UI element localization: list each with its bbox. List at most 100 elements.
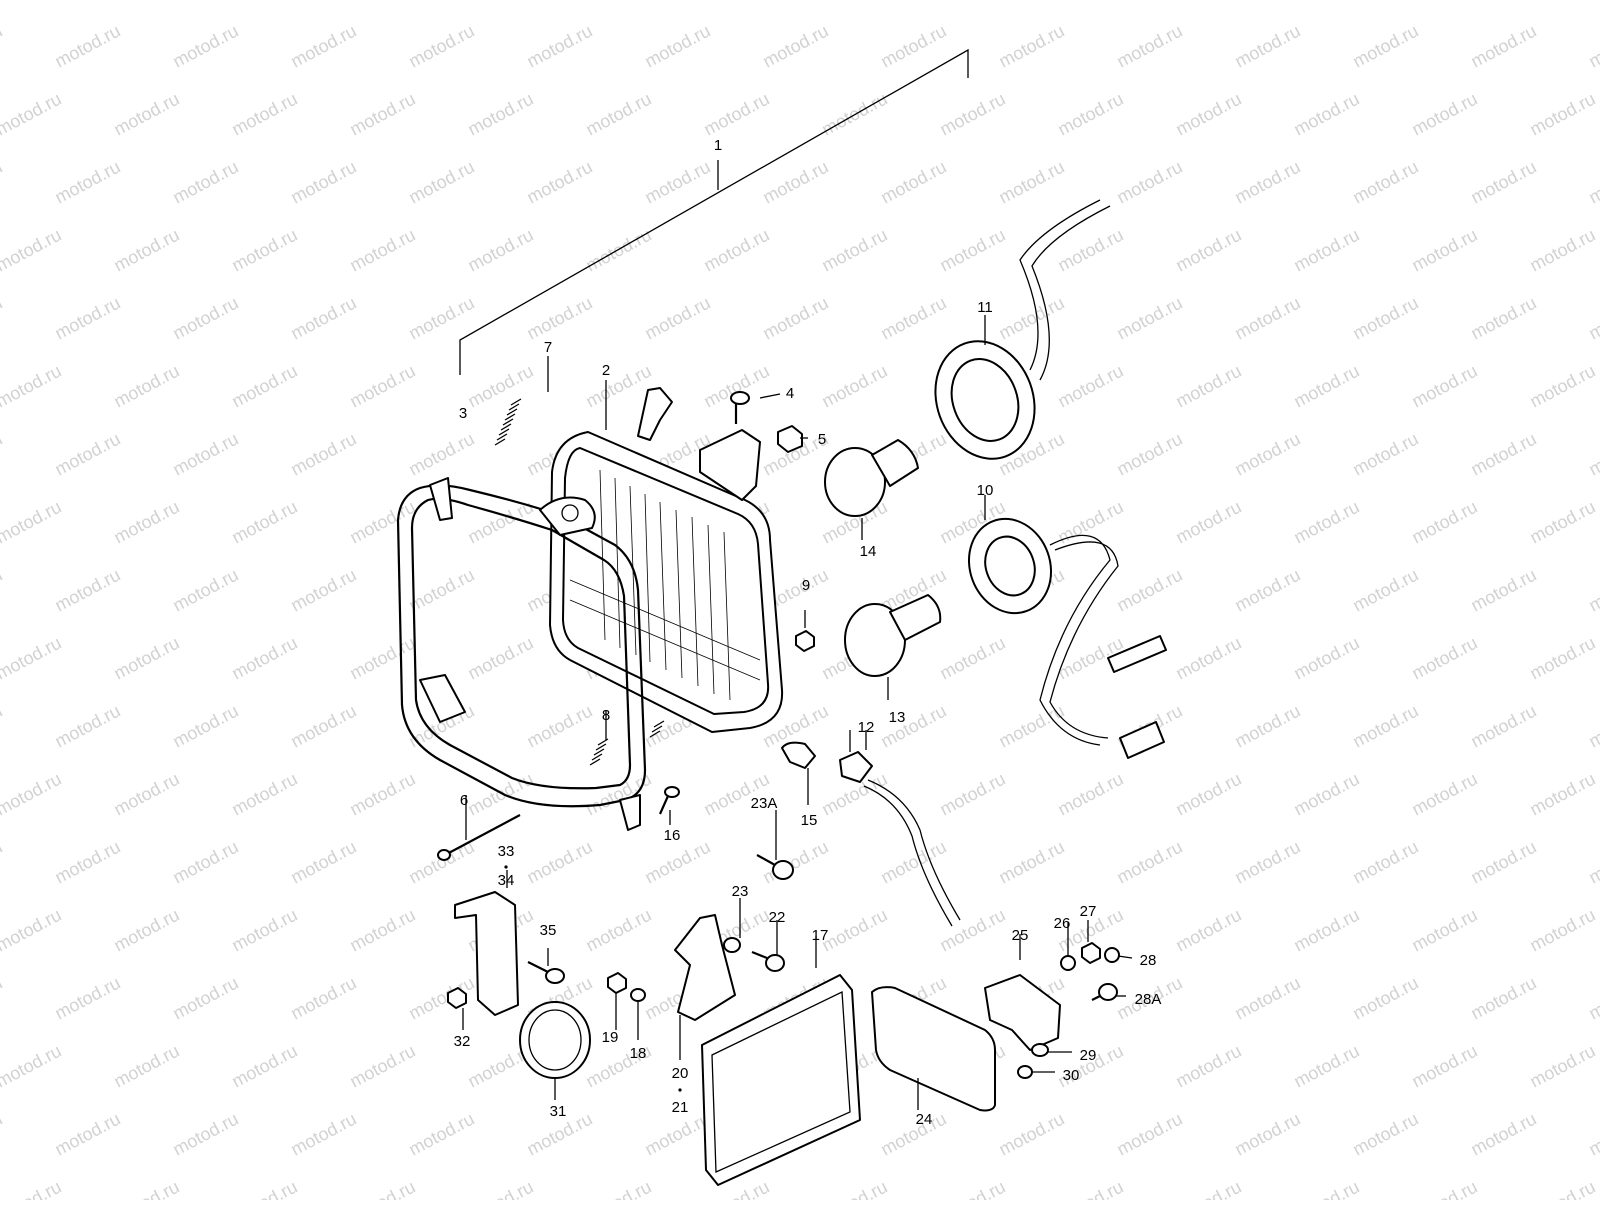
watermark-text: motod.ru — [228, 769, 300, 820]
callout-1: 1 — [714, 137, 722, 154]
callout-17: 17 — [812, 927, 829, 944]
watermark-text: motod.ru — [287, 293, 359, 344]
watermark-text: motod.ru — [1290, 0, 1362, 4]
watermark-text: motod.ru — [1172, 361, 1244, 412]
watermark-text: motod.ru — [1585, 701, 1600, 752]
watermark-text: motod.ru — [1054, 361, 1126, 412]
callout-31: 31 — [550, 1103, 567, 1120]
screw-4 — [730, 391, 750, 424]
watermark-text: motod.ru — [1585, 973, 1600, 1024]
callout-10: 10 — [977, 482, 994, 499]
watermark-text: motod.ru — [523, 157, 595, 208]
watermark-text: motod.ru — [1054, 769, 1126, 820]
watermark-text: motod.ru — [110, 89, 182, 140]
callout-20: 20 — [672, 1065, 689, 1082]
watermark-text: motod.ru — [1054, 1177, 1126, 1200]
callout-6: 6 — [460, 792, 468, 809]
watermark-text: motod.ru — [346, 89, 418, 140]
watermark-text: motod.ru — [700, 89, 772, 140]
callout-12: 12 — [858, 719, 875, 736]
nut-27 — [1081, 942, 1101, 964]
watermark-text: motod.ru — [641, 293, 713, 344]
callout-labels: 1 2 3 4 5 6 7 8 9 10 11 12 13 14 15 16 1… — [454, 137, 1162, 1128]
watermark-text: motod.ru — [0, 157, 6, 208]
watermark-text: motod.ru — [641, 1109, 713, 1160]
watermark-text: motod.ru — [1585, 429, 1600, 480]
watermark-text: motod.ru — [287, 1109, 359, 1160]
watermark-text: motod.ru — [51, 973, 123, 1024]
watermark-text: motod.ru — [936, 0, 1008, 4]
watermark-text: motod.ru — [1231, 293, 1303, 344]
callout-25: 25 — [1012, 927, 1029, 944]
watermark-text: motod.ru — [1585, 293, 1600, 344]
watermark-text: motod.ru — [405, 565, 477, 616]
watermark-text: motod.ru — [1231, 21, 1303, 72]
watermark-text: motod.ru — [0, 973, 6, 1024]
callout-32: 32 — [454, 1033, 471, 1050]
socket-10 — [967, 495, 1167, 759]
callout-30: 30 — [1063, 1067, 1080, 1084]
screw-16 — [658, 786, 680, 815]
watermark-text: motod.ru — [169, 701, 241, 752]
callout-26: 26 — [1054, 915, 1071, 932]
watermark-text: motod.ru — [1172, 225, 1244, 276]
watermark-text: motod.ru — [405, 21, 477, 72]
watermark-text: motod.ru — [1526, 905, 1598, 956]
watermark-text: motod.ru — [523, 21, 595, 72]
reflector-24 — [871, 986, 996, 1112]
callout-22: 22 — [769, 909, 786, 926]
watermark-text: motod.ru — [464, 1177, 536, 1200]
spring-8 — [589, 720, 665, 766]
bulb-14 — [824, 439, 919, 540]
watermark-text: motod.ru — [228, 497, 300, 548]
callout-27: 27 — [1080, 903, 1097, 920]
watermark-text: motod.ru — [169, 837, 241, 888]
watermark-text: motod.ru — [346, 633, 418, 684]
watermark-text: motod.ru — [0, 293, 6, 344]
watermark-text: motod.ru — [1467, 429, 1539, 480]
watermark-text: motod.ru — [51, 701, 123, 752]
callout-16: 16 — [664, 827, 681, 844]
watermark-text: motod.ru — [1349, 1109, 1421, 1160]
watermark-text: motod.ru — [1054, 89, 1126, 140]
watermark-text: motod.ru — [523, 293, 595, 344]
watermark-text: motod.ru — [346, 0, 418, 4]
watermark-text: motod.ru — [1113, 293, 1185, 344]
lens-31 — [519, 1001, 591, 1079]
watermark-text: motod.ru — [1408, 89, 1480, 140]
watermark-text: motod.ru — [582, 89, 654, 140]
watermark-text: motod.ru — [0, 497, 65, 548]
watermark-text: motod.ru — [287, 565, 359, 616]
watermark-text: motod.ru — [228, 1177, 300, 1200]
watermark-text: motod.ru — [1113, 837, 1185, 888]
watermark-text: motod.ru — [1526, 1177, 1598, 1200]
watermark-text: motod.ru — [346, 1177, 418, 1200]
watermark-text: motod.ru — [818, 905, 890, 956]
watermark-text: motod.ru — [0, 769, 65, 820]
screw-28a — [1091, 983, 1118, 1001]
watermark-text: motod.ru — [582, 905, 654, 956]
watermark-text: motod.ru — [464, 225, 536, 276]
watermark-text: motod.ru — [0, 837, 6, 888]
watermark-text: motod.ru — [995, 21, 1067, 72]
watermark-text: motod.ru — [346, 905, 418, 956]
watermark-text: motod.ru — [1054, 0, 1126, 4]
watermark-text: motod.ru — [818, 361, 890, 412]
watermark-text: motod.ru — [110, 225, 182, 276]
callout-5: 5 — [818, 431, 826, 448]
watermark-text: motod.ru — [1585, 21, 1600, 72]
watermark-text: motod.ru — [110, 1041, 182, 1092]
watermark-text: motod.ru — [1349, 837, 1421, 888]
watermark-text: motod.ru — [110, 1177, 182, 1200]
leader-lines — [462, 356, 1133, 1110]
watermark-text: motod.ru — [759, 157, 831, 208]
watermark-text: motod.ru — [1349, 973, 1421, 1024]
callout-2: 2 — [602, 362, 610, 379]
callout-29: 29 — [1080, 1047, 1097, 1064]
watermark-text: motod.ru — [0, 701, 6, 752]
watermark-text: motod.ru — [51, 565, 123, 616]
watermark-text: motod.ru — [936, 1177, 1008, 1200]
watermark-text: motod.ru — [1349, 293, 1421, 344]
callout-35: 35 — [540, 922, 557, 939]
watermark-text: motod.ru — [1408, 361, 1480, 412]
